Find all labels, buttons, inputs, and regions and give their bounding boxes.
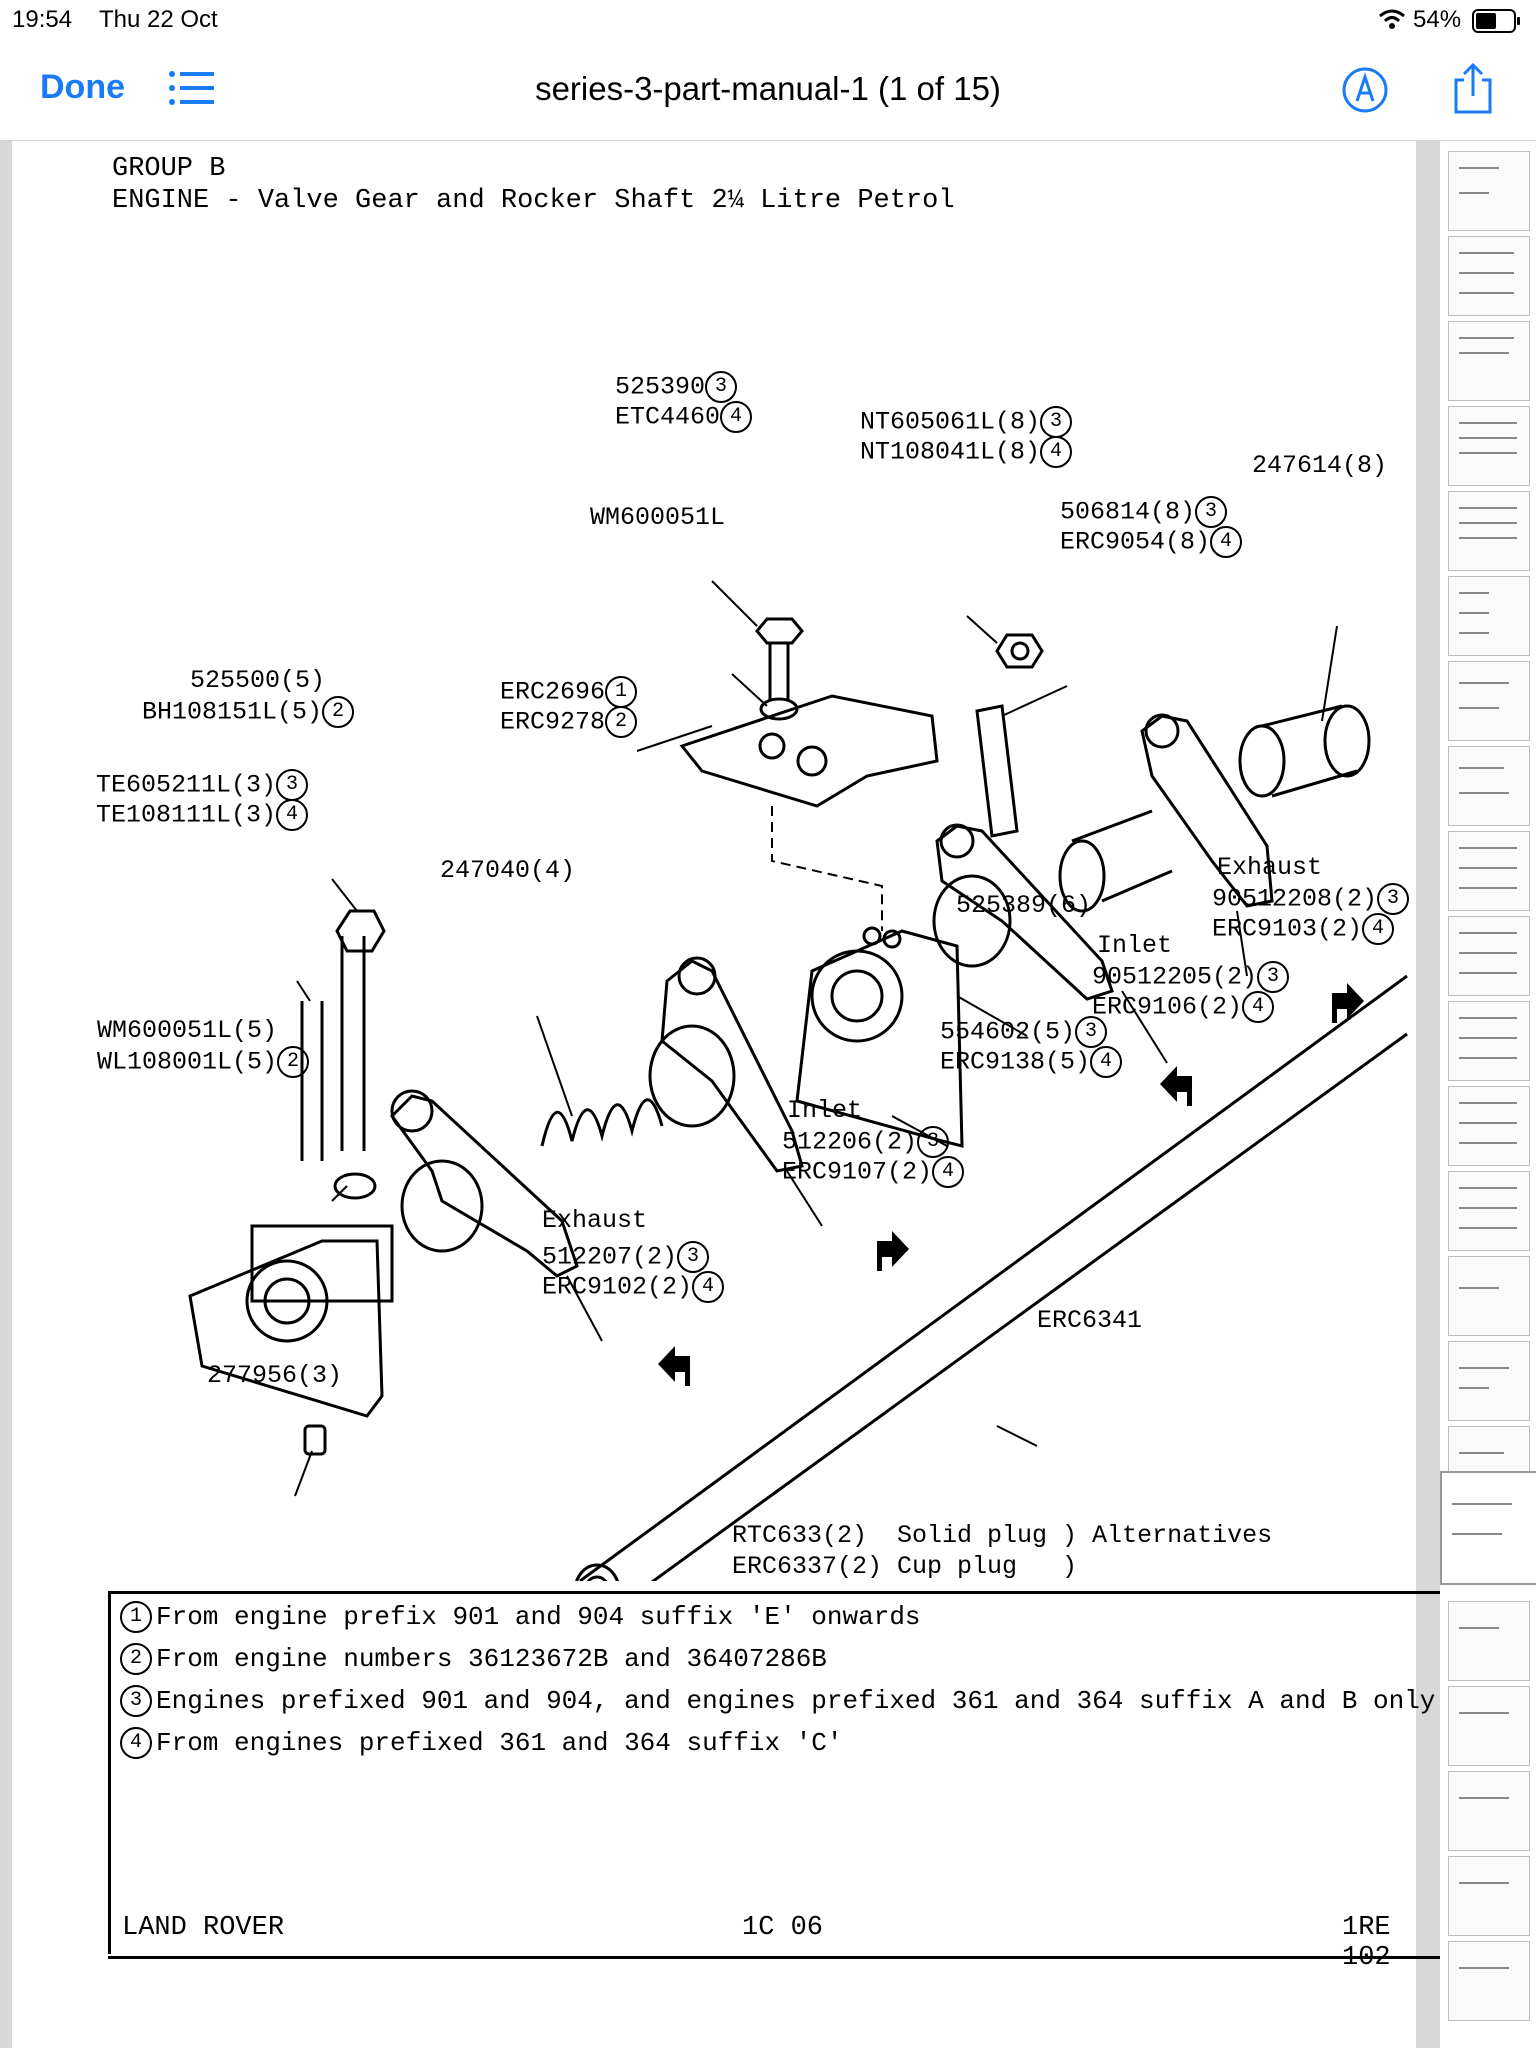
footer-rule [108, 1956, 1458, 1959]
footer-center: 1C 06 [742, 1913, 824, 1943]
part-label: WM600051L [590, 503, 726, 532]
page-thumbnail[interactable] [1448, 151, 1530, 231]
part-label: 512207(2)3 [542, 1241, 713, 1273]
part-label: 247040(4) [440, 856, 576, 885]
status-date: Thu 22 Oct [99, 6, 218, 33]
page-thumbnail-current[interactable] [1440, 1471, 1536, 1585]
page-group-header: GROUP B [112, 154, 226, 184]
page-thumbnail[interactable] [1448, 406, 1530, 486]
page-thumbnail[interactable] [1448, 1086, 1530, 1166]
page-thumbnail[interactable] [1448, 1256, 1530, 1336]
page-thumbnail[interactable] [1448, 1341, 1530, 1421]
page-thumbnail[interactable] [1448, 1001, 1530, 1081]
part-label: NT605061L(8)3 [860, 406, 1076, 438]
part-label: NT108041L(8)4 [860, 436, 1076, 468]
status-time: 19:54 [12, 6, 73, 33]
footer-left: LAND ROVER [122, 1913, 285, 1943]
part-label: ERC9103(2)4 [1212, 913, 1398, 945]
list-icon[interactable] [168, 70, 216, 106]
page-thumbnail[interactable] [1448, 746, 1530, 826]
part-label: Inlet [787, 1096, 863, 1125]
page-thumbnail[interactable] [1448, 661, 1530, 741]
page-section-header: ENGINE - Valve Gear and Rocker Shaft 2¼ … [112, 186, 955, 216]
page-thumbnail[interactable] [1448, 1171, 1530, 1251]
part-label: 506814(8)3 [1060, 496, 1231, 528]
part-label: Exhaust [542, 1206, 648, 1235]
page-thumbnail[interactable] [1448, 1601, 1530, 1681]
part-label: 525500(5) [190, 666, 326, 695]
part-label: ERC9138(5)4 [940, 1046, 1126, 1078]
part-label: WM600051L(5) [97, 1016, 278, 1045]
notes-box [108, 1591, 1471, 1954]
page-thumbnail[interactable] [1448, 1856, 1530, 1936]
page-thumbnail[interactable] [1448, 576, 1530, 656]
page-thumbnail[interactable] [1448, 1771, 1530, 1851]
battery-percent: 54% [1413, 6, 1462, 33]
part-label: ERC6341 [1037, 1306, 1143, 1335]
page-thumbnail[interactable] [1448, 321, 1530, 401]
part-label: 247614(8) [1252, 451, 1388, 480]
document-viewer[interactable]: GROUP B ENGINE - Valve Gear and Rocker S… [0, 141, 1536, 2048]
exploded-parts-diagram [188, 580, 1408, 1581]
part-label: 90512208(2)3 [1212, 883, 1413, 915]
part-label: ERC9106(2)4 [1092, 991, 1278, 1023]
document-title: series-3-part-manual-1 (1 of 15) [535, 70, 1001, 107]
page-thumbnail[interactable] [1448, 1686, 1530, 1766]
page-thumbnail[interactable] [1448, 236, 1530, 316]
page-thumbnail-strip[interactable] [1440, 141, 1536, 2048]
part-label: WL108001L(5)2 [97, 1046, 313, 1078]
footer-right: 1RE 102 [1342, 1913, 1391, 1973]
part-label: 90512205(2)3 [1092, 961, 1293, 993]
page-thumbnail[interactable] [1448, 491, 1530, 571]
page-thumbnail[interactable] [1448, 916, 1530, 996]
pdf-page: GROUP B ENGINE - Valve Gear and Rocker S… [12, 141, 1471, 2048]
part-label: 512206(2)3 [782, 1126, 953, 1158]
part-label: Inlet [1097, 931, 1173, 960]
part-label: Exhaust [1217, 853, 1323, 882]
done-button[interactable]: Done [40, 68, 125, 106]
battery-icon [1472, 9, 1520, 33]
part-label: 525389(6) [956, 891, 1092, 920]
part-label: RTC633(2) Solid plug ) Alternatives [732, 1521, 1273, 1550]
part-label: TE605211L(3)3 [96, 769, 312, 801]
part-label: 554602(5)3 [940, 1016, 1111, 1048]
part-label: ERC9107(2)4 [782, 1156, 968, 1188]
part-label: ERC9102(2)4 [542, 1271, 728, 1303]
page-thumbnail[interactable] [1448, 831, 1530, 911]
part-label: 277956(3) [207, 1361, 343, 1390]
wifi-icon [1379, 9, 1405, 29]
status-bar: 19:54 Thu 22 Oct 54% [0, 0, 1536, 40]
part-label: BH108151L(5)2 [142, 696, 358, 728]
page-thumbnail[interactable] [1448, 1941, 1530, 2021]
nav-bar: Done series-3-part-manual-1 (1 of 15) [0, 40, 1536, 141]
part-label: ERC9054(8)4 [1060, 526, 1246, 558]
markup-pen-icon[interactable] [1340, 65, 1390, 115]
share-icon[interactable] [1450, 62, 1496, 116]
part-label: TE108111L(3)4 [96, 799, 312, 831]
part-label: ERC6337(2) Cup plug ) [732, 1552, 1078, 1581]
